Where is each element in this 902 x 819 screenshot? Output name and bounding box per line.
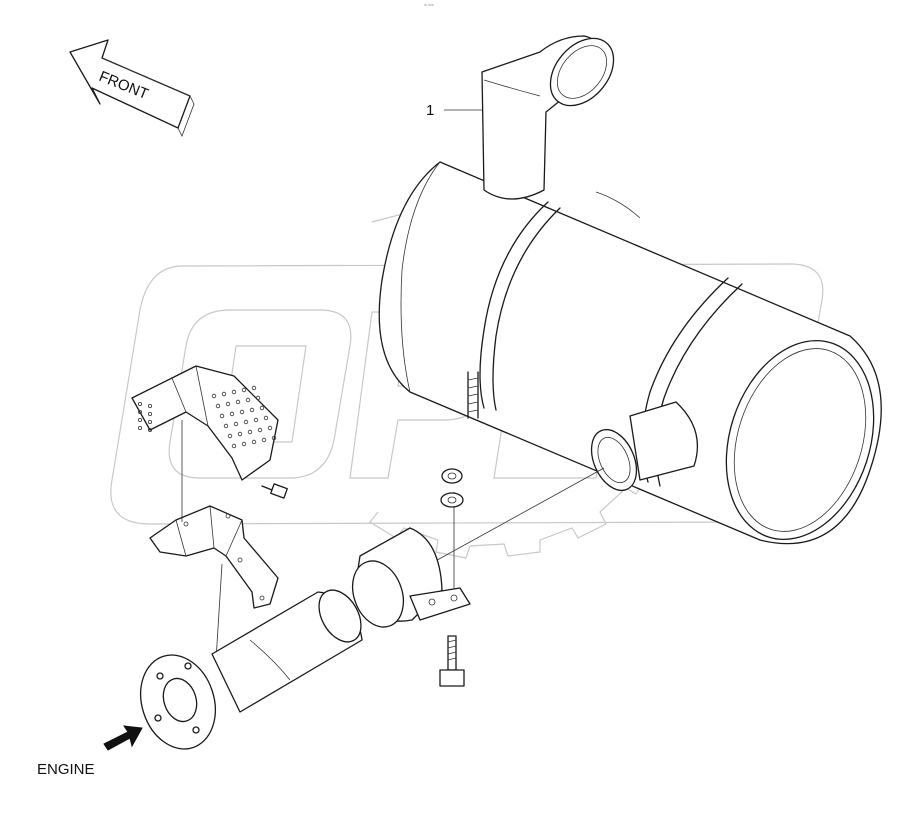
clamp-washer xyxy=(440,492,464,508)
perforation-hole xyxy=(261,437,267,443)
perforation-hole xyxy=(249,407,255,413)
clamp-nut xyxy=(441,468,463,484)
perforation-hole xyxy=(137,425,142,430)
perforation-hole xyxy=(253,417,259,423)
perforation-hole xyxy=(259,405,265,411)
perforation-hole xyxy=(251,439,257,445)
perforation-hole xyxy=(231,389,237,395)
perforation-hole xyxy=(221,391,227,397)
perforation-hole xyxy=(215,403,221,409)
perforation-hole xyxy=(137,401,142,406)
perforation-hole xyxy=(147,411,152,416)
header-code: ºº ºººº xyxy=(424,3,434,8)
perforation-hole xyxy=(241,441,247,447)
perforation-hole xyxy=(241,387,247,393)
perforation-hole xyxy=(211,393,217,399)
perforation-hole xyxy=(263,415,269,421)
pipe-clamp xyxy=(351,527,471,628)
perforation-hole xyxy=(257,427,263,433)
engine-label: ENGINE xyxy=(37,761,95,778)
clamp-bolt xyxy=(439,635,465,687)
perforation-hole xyxy=(233,421,239,427)
perforation-hole xyxy=(147,403,152,408)
perforation-hole xyxy=(227,433,233,439)
heat-shield xyxy=(131,365,279,481)
tailpipe-stack xyxy=(481,35,615,200)
perforation-hole xyxy=(243,419,249,425)
perforation-hole xyxy=(255,395,261,401)
perforation-hole xyxy=(245,397,251,403)
alignment-line xyxy=(215,563,223,661)
perforation-hole xyxy=(223,423,229,429)
callout-1-label: 1 xyxy=(426,102,434,119)
front-arrow: FRONT xyxy=(69,39,195,137)
perforation-hole xyxy=(267,425,273,431)
perforation-hole xyxy=(137,409,142,414)
alignment-line xyxy=(429,467,605,565)
shield-perforations xyxy=(137,385,277,449)
mounting-stud xyxy=(467,371,479,419)
muffler xyxy=(378,161,882,545)
perforation-hole xyxy=(219,413,225,419)
perforation-hole xyxy=(239,409,245,415)
shield-bolt xyxy=(261,483,288,499)
perforation-hole xyxy=(225,401,231,407)
perforation-hole xyxy=(251,385,257,391)
perforation-hole xyxy=(229,411,235,417)
perforation-hole xyxy=(271,435,277,441)
perforation-hole xyxy=(247,429,253,435)
perforation-hole xyxy=(137,417,142,422)
perforation-hole xyxy=(235,399,241,405)
engine-arrow-icon xyxy=(103,725,143,751)
perforation-hole xyxy=(147,419,152,424)
perforation-hole xyxy=(231,443,237,449)
perforation-hole xyxy=(147,427,152,432)
inlet-pipe xyxy=(140,589,363,750)
perforation-hole xyxy=(237,431,243,437)
muffler-inlet-stub xyxy=(590,401,698,491)
mounting-bracket xyxy=(149,505,279,609)
